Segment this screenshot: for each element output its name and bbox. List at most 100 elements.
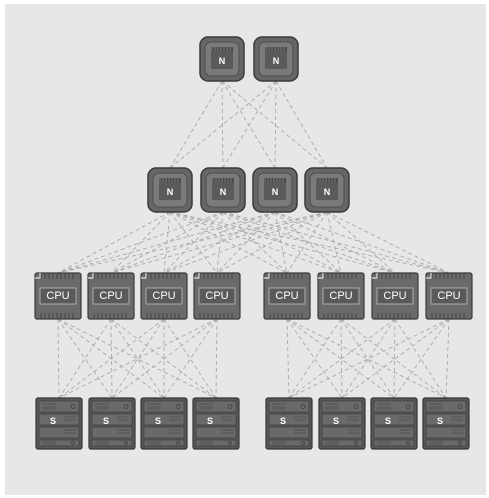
connection-line <box>326 211 342 274</box>
storage-server-icon <box>373 400 415 447</box>
connection-line <box>57 318 60 399</box>
cpu-node[interactable]: CPU <box>263 272 311 320</box>
cpu-chip-icon <box>426 273 468 319</box>
storage-server-icon <box>91 400 133 447</box>
cpu-node[interactable]: CPU <box>317 272 365 320</box>
storage-node[interactable]: S <box>35 397 83 450</box>
network-switch-icon <box>211 47 233 69</box>
node-label: CPU <box>329 290 352 302</box>
connection-line <box>57 318 217 399</box>
connection-line <box>110 211 276 274</box>
cpu-chip-icon <box>35 273 77 319</box>
storage-node[interactable]: S <box>370 397 418 450</box>
node-label: N <box>167 187 174 197</box>
cpu-node[interactable]: CPU <box>425 272 473 320</box>
connection-line <box>274 211 288 274</box>
cpu-chip-icon <box>372 273 414 319</box>
connection-line <box>222 211 396 274</box>
storage-node[interactable]: S <box>88 397 136 450</box>
connection-line <box>340 318 395 399</box>
aggregation-switch-node[interactable]: N <box>304 167 350 213</box>
connection-line <box>221 80 328 169</box>
connection-line <box>58 318 165 399</box>
connection-line <box>221 80 224 169</box>
node-label: N <box>324 187 331 197</box>
node-label: N <box>272 187 279 197</box>
node-label: CPU <box>437 290 460 302</box>
connection-line <box>222 211 288 274</box>
storage-server-icon <box>268 400 310 447</box>
node-label: S <box>437 416 443 426</box>
node-label: S <box>207 416 213 426</box>
aggregation-switch-node[interactable]: N <box>252 167 298 213</box>
storage-server-icon <box>143 400 185 447</box>
connection-line <box>222 211 450 274</box>
connection-line <box>286 318 395 399</box>
connection-line <box>110 211 328 274</box>
connection-line <box>111 318 165 399</box>
node-label: CPU <box>205 290 228 302</box>
storage-node[interactable]: S <box>265 397 313 450</box>
connection-line <box>110 318 113 399</box>
aggregation-switch-node[interactable]: N <box>147 167 193 213</box>
cpu-chip-icon <box>194 273 236 319</box>
connection-line <box>445 318 450 399</box>
cpu-chip-icon <box>318 273 360 319</box>
node-label: CPU <box>46 290 69 302</box>
connection-line <box>274 211 396 274</box>
cpu-node[interactable]: CPU <box>34 272 82 320</box>
connection-line <box>163 211 328 274</box>
connection-line <box>163 211 276 274</box>
connection-line <box>169 211 396 274</box>
network-switch-icon <box>265 47 287 69</box>
storage-node[interactable]: S <box>192 397 240 450</box>
storage-node[interactable]: S <box>318 397 366 450</box>
connection-lines <box>57 80 450 399</box>
cpu-node[interactable]: CPU <box>371 272 419 320</box>
storage-server-icon <box>195 400 237 447</box>
connection-line <box>275 80 328 169</box>
node-label: CPU <box>383 290 406 302</box>
network-switch-icon <box>316 178 338 200</box>
connection-line <box>58 318 112 399</box>
cpu-chip-icon <box>141 273 183 319</box>
connection-line <box>286 211 328 274</box>
node-label: CPU <box>99 290 122 302</box>
connection-line <box>57 318 113 399</box>
cpu-node[interactable]: CPU <box>193 272 241 320</box>
storage-server-icon <box>425 400 467 447</box>
connection-line <box>326 211 396 274</box>
cpu-chip-icon <box>88 273 130 319</box>
storage-node[interactable]: S <box>422 397 470 450</box>
node-label: S <box>280 416 286 426</box>
cpu-chip-icon <box>264 273 306 319</box>
connection-line <box>288 318 450 399</box>
cpu-node[interactable]: CPU <box>87 272 135 320</box>
aggregation-switch-node[interactable]: N <box>200 167 246 213</box>
connection-line <box>274 80 277 169</box>
core-switch-node[interactable]: N <box>199 36 245 82</box>
network-switch-icon <box>159 178 181 200</box>
storage-server-icon <box>321 400 363 447</box>
node-label: N <box>220 187 227 197</box>
cpu-node[interactable]: CPU <box>140 272 188 320</box>
connection-line <box>222 211 342 274</box>
storage-node[interactable]: S <box>140 397 188 450</box>
network-switch-icon <box>264 178 286 200</box>
core-switch-node[interactable]: N <box>253 36 299 82</box>
node-label: S <box>333 416 339 426</box>
connection-line <box>169 80 277 169</box>
node-label: N <box>273 56 280 66</box>
connection-line <box>286 318 290 399</box>
node-label: CPU <box>275 290 298 302</box>
connection-line <box>169 80 223 169</box>
node-label: S <box>50 416 56 426</box>
connection-line <box>288 318 342 399</box>
connection-line <box>58 318 218 399</box>
connection-line <box>393 318 450 399</box>
connection-line <box>163 318 217 399</box>
connection-line <box>111 318 218 399</box>
connection-line <box>288 318 396 399</box>
connection-line <box>340 318 447 399</box>
connection-line <box>163 318 218 399</box>
